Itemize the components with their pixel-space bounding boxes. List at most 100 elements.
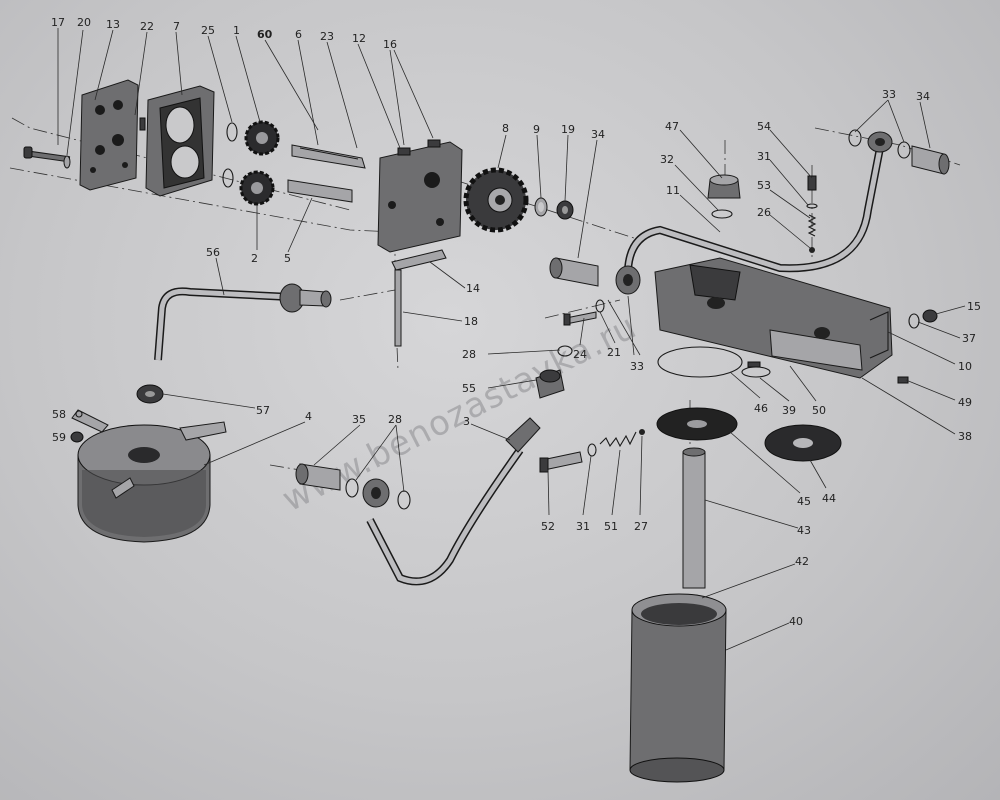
callout-6: 6 <box>295 28 302 41</box>
callout-33-top: 33 <box>882 88 896 101</box>
part-21-washer <box>595 299 605 313</box>
part-16-dowel-pins <box>397 139 441 156</box>
callout-55: 55 <box>462 382 476 395</box>
part-47-cap-nut <box>707 174 741 199</box>
part-35-banjo-bolt <box>295 463 341 491</box>
part-13-cover-plate <box>79 79 139 191</box>
callout-2: 2 <box>251 252 258 265</box>
callout-50: 50 <box>812 404 826 417</box>
callout-49: 49 <box>958 396 972 409</box>
callout-44: 44 <box>822 492 836 505</box>
part-5-driven-shaft <box>287 179 353 203</box>
callout-40: 40 <box>789 615 803 628</box>
part-55-union <box>535 369 565 399</box>
part-22-pin <box>139 117 146 131</box>
callout-8: 8 <box>502 122 509 135</box>
part-18-rod <box>394 269 402 347</box>
part-31-washer-upper <box>806 203 818 209</box>
callout-21: 21 <box>607 346 621 359</box>
part-25-circlip <box>222 122 238 188</box>
part-34-fitting-right <box>911 145 950 175</box>
part-59-nut <box>70 431 84 443</box>
part-4-oil-strainer <box>71 409 227 543</box>
part-12-pump-housing <box>377 141 463 253</box>
callout-1: 1 <box>233 24 240 37</box>
part-44-disc <box>764 424 842 462</box>
part-50-screw <box>747 361 761 368</box>
callout-numbers: 17 20 13 22 7 25 1 60 6 23 12 16 8 9 19 … <box>51 16 981 628</box>
callout-43: 43 <box>797 524 811 537</box>
callout-16: 16 <box>383 38 397 51</box>
part-24-screw <box>563 311 597 326</box>
part-10-filter-housing <box>654 257 893 379</box>
callout-57: 57 <box>256 404 270 417</box>
part-54-screw <box>807 175 817 191</box>
part-3-oil-pipe <box>362 417 541 586</box>
callout-47: 47 <box>665 120 679 133</box>
callout-12: 12 <box>352 32 366 45</box>
callout-10: 10 <box>958 360 972 373</box>
callout-28-lower: 28 <box>388 413 402 426</box>
part-8-drive-gear <box>463 167 529 233</box>
part-28-ring-upper <box>557 345 573 357</box>
callout-34-right: 34 <box>916 90 930 103</box>
part-53-spring <box>807 214 817 237</box>
part-52-valve-body <box>539 451 583 473</box>
part-37-washer <box>908 313 920 329</box>
part-17-bolt <box>23 146 71 163</box>
part-9-washer <box>534 197 548 217</box>
callout-17: 17 <box>51 16 65 29</box>
callout-23: 23 <box>320 30 334 43</box>
callout-25: 25 <box>201 24 215 37</box>
part-34-banjo-bolt <box>549 257 599 287</box>
callout-32: 32 <box>660 153 674 166</box>
part-32-washer <box>711 209 733 219</box>
part-58-bolt <box>75 410 83 418</box>
callout-24: 24 <box>573 348 587 361</box>
part-46-gasket-ring <box>657 346 743 378</box>
callout-35: 35 <box>352 413 366 426</box>
part-45-disc <box>656 407 738 441</box>
callout-19: 19 <box>561 123 575 136</box>
callout-11: 11 <box>666 184 680 197</box>
callout-20: 20 <box>77 16 91 29</box>
callout-15: 15 <box>967 300 981 313</box>
callout-5: 5 <box>284 252 291 265</box>
callout-45: 45 <box>797 495 811 508</box>
part-56-suction-pipe <box>154 283 332 361</box>
callout-9: 9 <box>533 123 540 136</box>
callout-4: 4 <box>305 410 312 423</box>
callout-28-upper: 28 <box>462 348 476 361</box>
callout-42: 42 <box>795 555 809 568</box>
callout-52: 52 <box>541 520 555 533</box>
callout-27: 27 <box>634 520 648 533</box>
callout-37: 37 <box>962 332 976 345</box>
part-20-washer <box>63 155 71 169</box>
part-33-banjo-end-left <box>615 265 641 295</box>
callout-26: 26 <box>757 206 771 219</box>
part-26-ball <box>809 247 815 253</box>
part-6-drive-shaft <box>291 144 366 169</box>
part-19-nut <box>556 200 574 220</box>
part-7-pump-body <box>145 85 215 197</box>
part-1-drive-gear <box>244 120 280 156</box>
callout-39: 39 <box>782 404 796 417</box>
callout-31-upper: 31 <box>757 150 771 163</box>
callout-51: 51 <box>604 520 618 533</box>
callout-34-top: 34 <box>591 128 605 141</box>
callout-33-mid: 33 <box>630 360 644 373</box>
callout-14: 14 <box>466 282 480 295</box>
callout-18: 18 <box>464 315 478 328</box>
callout-53: 53 <box>757 179 771 192</box>
part-57-nut <box>136 384 164 404</box>
part-43-central-tube <box>682 447 706 589</box>
callout-22: 22 <box>140 20 154 33</box>
part-33-banjo-end-right <box>848 129 911 159</box>
callout-46: 46 <box>754 402 768 415</box>
part-40-rotor-cup <box>629 593 727 783</box>
part-51-spring <box>599 431 637 448</box>
callout-13: 13 <box>106 18 120 31</box>
callout-59: 59 <box>52 431 66 444</box>
